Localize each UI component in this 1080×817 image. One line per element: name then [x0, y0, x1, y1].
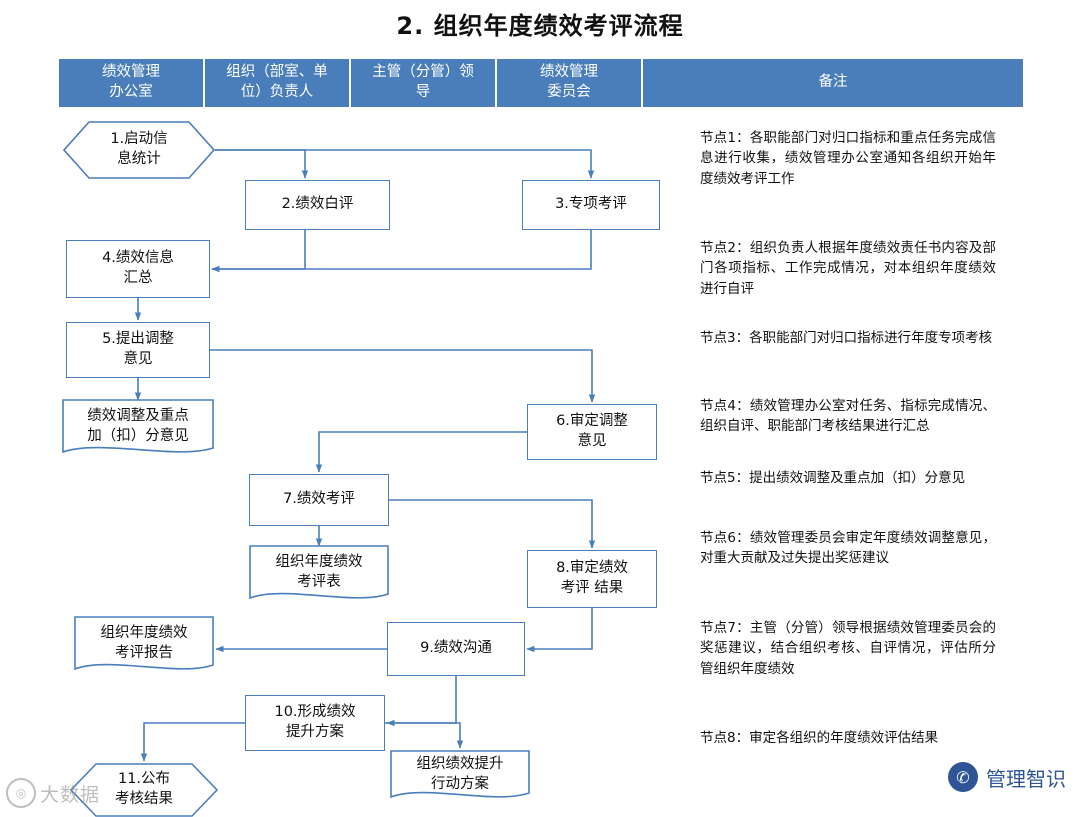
- watermark-right: ✆ 管理智识: [948, 762, 1066, 792]
- flow-node-d3: 组织年度绩效考评报告: [74, 616, 214, 678]
- swimlane-header-4: 绩效管理委员会: [497, 59, 643, 107]
- flow-node-n7: 7.绩效考评: [249, 474, 389, 526]
- flow-node-n8: 8.审定绩效考评 结果: [527, 550, 657, 608]
- flow-node-n10: 10.形成绩效提升方案: [245, 695, 385, 751]
- note-7: 节点7：主管（分管）领导根据绩效管理委员会的奖惩建议，结合组织考核、自评情况，评…: [700, 620, 996, 677]
- flow-node-d4: 组织绩效提升行动方案: [390, 750, 530, 806]
- flow-node-n3: 3.专项考评: [522, 180, 660, 230]
- flow-node-n9: 9.绩效沟通: [387, 622, 525, 676]
- note-2: 节点2：组织负责人根据年度绩效责任书内容及部门各项指标、工作完成情况，对本组织年…: [700, 240, 996, 297]
- flow-node-n6: 6.审定调整意见: [527, 404, 657, 460]
- swimlane-header-5: 备注: [643, 59, 1023, 107]
- watermark-left-label: 大数据: [40, 783, 101, 806]
- watermark-right-label: 管理智识: [986, 766, 1066, 791]
- note-5: 节点5：提出绩效调整及重点加（扣）分意见: [700, 470, 966, 486]
- note-4: 节点4：绩效管理办公室对任务、指标完成情况、组织自评、职能部门考核结果进行汇总: [700, 398, 996, 435]
- page-title: 2. 组织年度绩效考评流程: [396, 12, 684, 40]
- flow-node-label: 1.启动信息统计: [110, 131, 168, 167]
- flow-node-label: 11.公布考核结果: [115, 771, 173, 807]
- flow-node-n5: 5.提出调整意见: [66, 322, 210, 378]
- flow-node-n11: 11.公布考核结果: [70, 763, 218, 817]
- flow-node-d2: 组织年度绩效考评表: [249, 545, 389, 607]
- watermark-left: ◎ 大数据: [6, 778, 100, 808]
- flow-node-label: 组织绩效提升行动方案: [416, 756, 504, 792]
- note-8: 节点8：审定各组织的年度绩效评估结果: [700, 730, 939, 746]
- swimlane-header-3: 主管（分管）领导: [351, 59, 497, 107]
- note-3: 节点3：各职能部门对归口指标进行年度专项考核: [700, 330, 993, 346]
- note-6: 节点6：绩效管理委员会审定年度绩效调整意见，对重大贡献及过失提出奖惩建议: [700, 530, 996, 567]
- flow-node-label: 绩效调整及重点加（扣）分意见: [87, 408, 189, 444]
- note-1: 节点1：各职能部门对归口指标和重点任务完成信息进行收集，绩效管理办公室通知各组织…: [700, 130, 996, 187]
- flow-node-d1: 绩效调整及重点加（扣）分意见: [62, 399, 214, 461]
- wechat-icon: ✆: [948, 762, 978, 792]
- flow-node-n4: 4.绩效信息汇总: [66, 240, 210, 298]
- camera-icon: ◎: [6, 778, 36, 808]
- swimlane-header-1: 绩效管理办公室: [59, 59, 205, 107]
- flow-node-label: 组织年度绩效考评表: [275, 554, 363, 590]
- flow-node-label: 组织年度绩效考评报告: [100, 625, 188, 661]
- swimlane-header-2: 组织（部室、单位）负责人: [205, 59, 351, 107]
- flow-node-n2: 2.绩效白评: [245, 180, 390, 230]
- flow-node-n1: 1.启动信息统计: [63, 121, 215, 179]
